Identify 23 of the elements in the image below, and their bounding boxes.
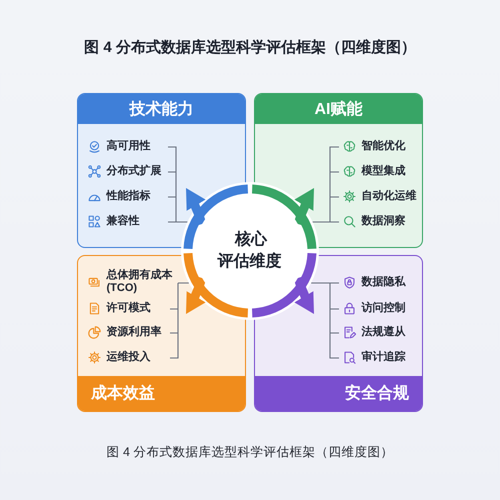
- list-item: 数据隐私: [362, 276, 406, 289]
- list-item: 性能指标: [106, 190, 150, 203]
- list-item: 智能优化: [362, 140, 406, 153]
- list-item: 总体拥有成本(TCO): [106, 269, 174, 295]
- title: 图 4 分布式数据库选型科学评估框架（四维度图）: [84, 38, 416, 58]
- list-item: 模型集成: [362, 165, 406, 178]
- list-item: 高可用性: [106, 140, 150, 153]
- list-item: 自动化运维: [362, 190, 416, 203]
- panel-header: 技术能力: [78, 94, 245, 124]
- center-label: 核心评估维度: [218, 229, 282, 272]
- list-item: 分布式扩展: [106, 165, 162, 178]
- list-item: 法规遵从: [362, 326, 406, 339]
- list-item: 资源利用率: [106, 326, 162, 339]
- panel-header: 安全合规: [255, 376, 422, 411]
- list-item: 运维投入: [106, 351, 150, 364]
- list-item: 数据洞察: [362, 215, 406, 228]
- list-item: 审计追踪: [362, 351, 406, 364]
- list-item: 兼容性: [106, 215, 140, 228]
- caption: 图 4 分布式数据库选型科学评估框架（四维度图）: [106, 444, 394, 461]
- panel-header: 成本效益: [78, 376, 245, 411]
- list-item: 许可模式: [106, 302, 150, 315]
- panel-header: AI赋能: [255, 94, 422, 124]
- list-item: 访问控制: [362, 302, 406, 315]
